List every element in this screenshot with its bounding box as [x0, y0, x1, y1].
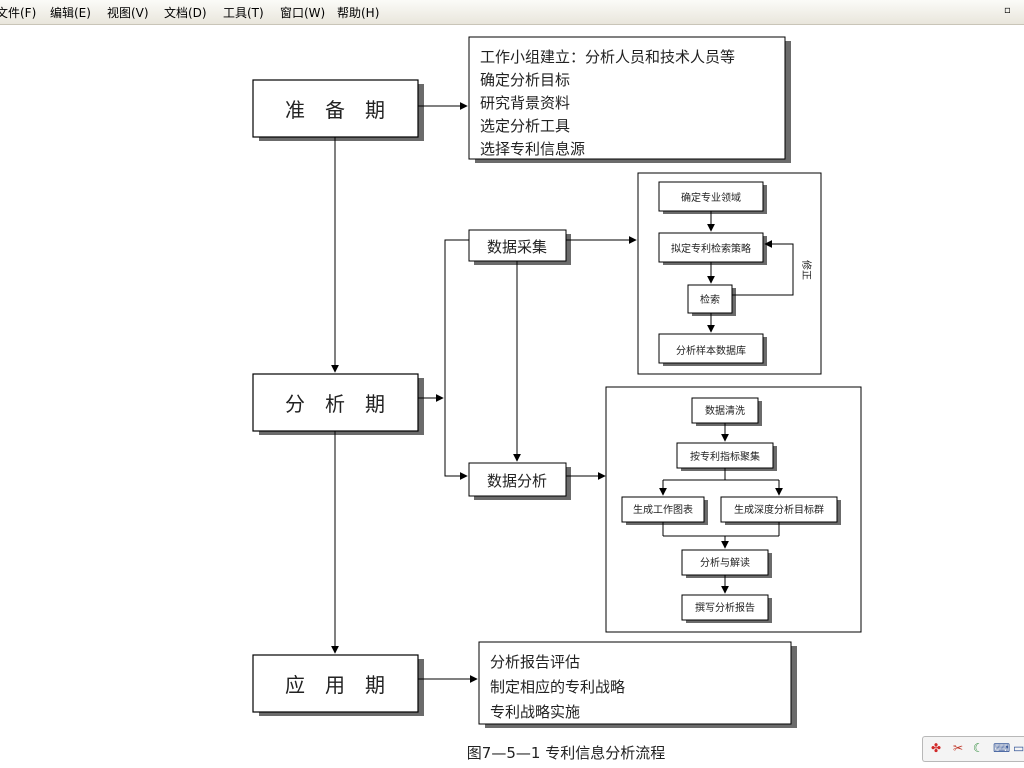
step-strategy: 拟定专利检索策略 — [671, 242, 751, 255]
menu-bar: 文件(F) 编辑(E) 视图(V) 文档(D) 工具(T) 窗口(W) 帮助(H… — [0, 0, 1024, 25]
data-collection-label: 数据采集 — [487, 238, 547, 256]
figure-caption: 图7—5—1 专利信息分析流程 — [467, 744, 665, 762]
keyboard-icon[interactable]: ⌨ — [993, 741, 1011, 755]
data-analysis-box: 数据分析 — [468, 462, 571, 500]
window-icon[interactable]: ▭ — [1013, 741, 1024, 755]
prepare-notes-box: 工作小组建立：分析人员和技术人员等 确定分析目标 研究背景资料 选定分析工具 选… — [468, 36, 791, 163]
step-field: 确定专业领域 — [681, 191, 741, 204]
analysis-process-panel: 数据清洗 按专利指标聚集 生成工作图表 生成深度分析目标群 分析与解读 撰写分析… — [605, 386, 862, 633]
collection-process-panel: 确定专业领域 拟定专利检索策略 检索 分析样本数据库 修正 — [637, 172, 822, 375]
apply-note: 分析报告评估 — [490, 653, 580, 671]
phase-label-apply: 应 用 期 — [285, 673, 385, 697]
prepare-note: 研究背景资料 — [480, 94, 570, 112]
flowchart-canvas: 准 备 期 分 析 期 应 用 期 工作小组建立：分析人员和技术人员等 确定分析… — [252, 36, 862, 762]
data-analysis-label: 数据分析 — [487, 472, 547, 490]
step-deep: 生成深度分析目标群 — [734, 503, 824, 516]
data-collection-box: 数据采集 — [468, 229, 571, 265]
phase-label-analyze: 分 析 期 — [285, 392, 385, 416]
step-sample-db: 分析样本数据库 — [676, 344, 746, 357]
prepare-note: 选择专利信息源 — [480, 140, 585, 158]
step-clean: 数据清洗 — [705, 404, 745, 417]
apply-note: 制定相应的专利战略 — [490, 678, 625, 696]
step-search: 检索 — [700, 293, 720, 306]
menu-tools[interactable]: 工具(T) — [223, 6, 264, 20]
phase-label-prepare: 准 备 期 — [285, 98, 385, 122]
menu-document[interactable]: 文档(D) — [164, 6, 207, 20]
pinwheel-icon[interactable]: ✤ — [931, 741, 942, 755]
menu-edit[interactable]: 编辑(E) — [50, 6, 91, 20]
prepare-note: 选定分析工具 — [480, 117, 570, 135]
restore-window-icon[interactable]: ▫ — [1004, 5, 1011, 16]
scissors-icon[interactable]: ✂ — [953, 741, 964, 755]
phase-box-prepare: 准 备 期 — [252, 79, 424, 141]
prepare-note: 工作小组建立：分析人员和技术人员等 — [480, 48, 735, 66]
step-interpret: 分析与解读 — [700, 556, 750, 569]
apply-notes-box: 分析报告评估 制定相应的专利战略 专利战略实施 — [478, 641, 797, 728]
main-connectors — [331, 102, 637, 683]
menu-window[interactable]: 窗口(W) — [280, 6, 326, 20]
apply-note: 专利战略实施 — [490, 703, 580, 721]
revise-label: 修正 — [800, 260, 813, 280]
step-charts: 生成工作图表 — [633, 503, 693, 516]
phase-box-apply: 应 用 期 — [252, 654, 424, 716]
phase-box-analyze: 分 析 期 — [252, 373, 424, 435]
menu-file[interactable]: 文件(F) — [0, 6, 37, 20]
menu-help[interactable]: 帮助(H) — [337, 6, 380, 20]
step-report: 撰写分析报告 — [695, 601, 755, 614]
prepare-note: 确定分析目标 — [480, 71, 570, 89]
ime-toolbar: ✤ ✂ ☾ ⌨ ▭ — [922, 736, 1024, 762]
step-cluster: 按专利指标聚集 — [690, 450, 760, 463]
moon-icon[interactable]: ☾ — [973, 741, 984, 755]
menu-view[interactable]: 视图(V) — [107, 6, 149, 20]
